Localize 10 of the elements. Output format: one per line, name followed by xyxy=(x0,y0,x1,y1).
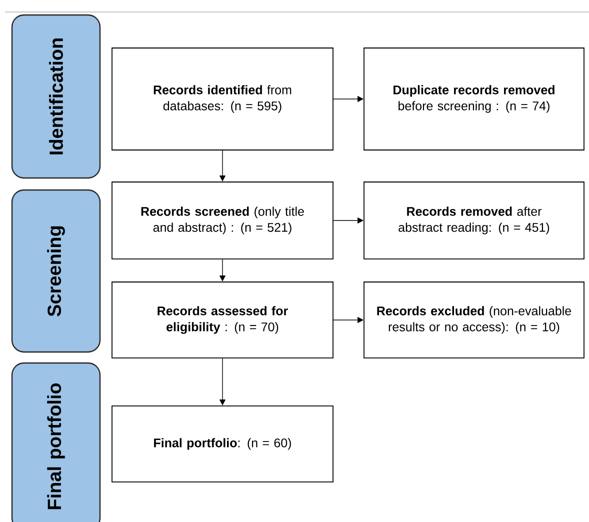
stage-band: Final portfolio xyxy=(11,362,101,522)
process-box: Final portfolio: (n = 60) xyxy=(112,406,334,482)
stage-band: Screening xyxy=(11,189,101,353)
process-box: Duplicate records removed before screening : (n = 74) xyxy=(364,48,584,150)
process-box: Records excluded (non-evaluable results or no access): (n = 10) xyxy=(364,282,584,358)
process-box: Records removed after abstract reading: (n = 451) xyxy=(364,182,584,260)
process-box: Records screened (only title and abstract) : (n = 521) xyxy=(112,182,334,260)
process-box: Records assessed for eligibility : (n = 70) xyxy=(112,282,334,358)
process-box: Records identified from databases: (n = 595) xyxy=(112,48,334,150)
stage-band: Identification xyxy=(11,14,101,179)
